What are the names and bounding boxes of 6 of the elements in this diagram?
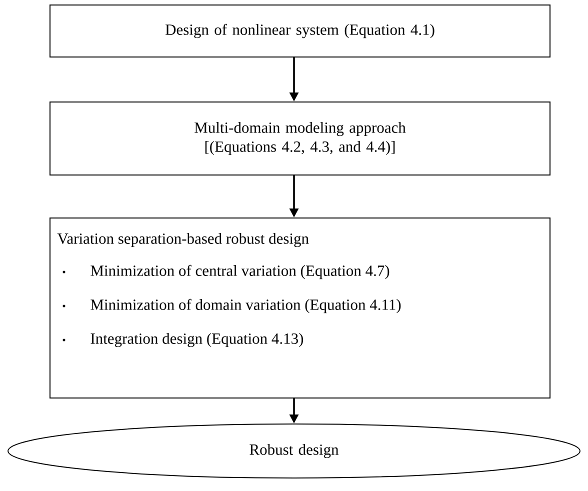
process-box: Design of nonlinear system (Equation 4.1) [50,4,550,58]
box-heading: Variation separation-based robust design [57,232,309,248]
bullet-item: Minimization of central variation (Equation 4.7) [90,264,390,280]
process-box: Multi-domain modeling approach [(Equations 4.2, 4.3, and 4.4)] [50,102,550,176]
bullet-item: Integration design (Equation 4.13) [90,332,304,348]
bullet-item: Minimization of domain variation (Equation 4.11) [90,298,401,314]
